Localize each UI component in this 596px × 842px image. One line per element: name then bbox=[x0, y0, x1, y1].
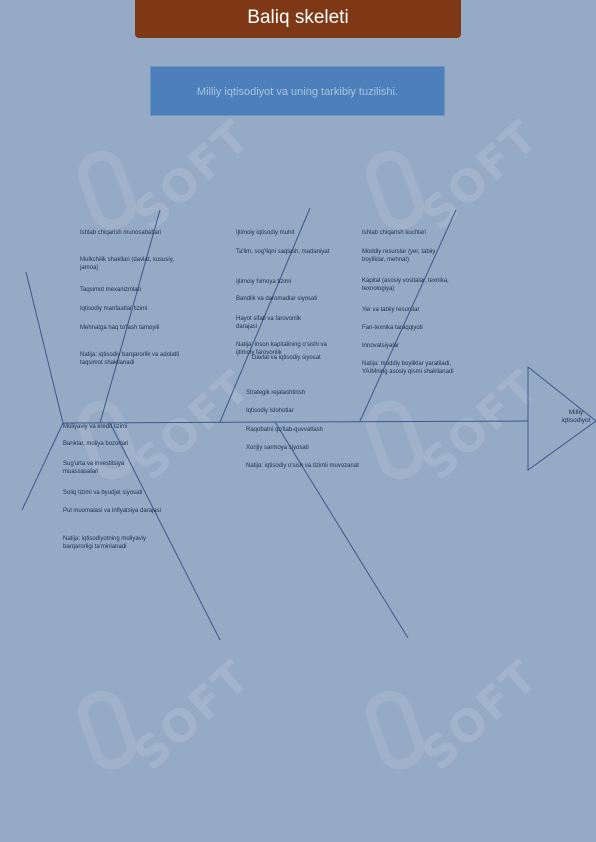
bone-top-1 bbox=[99, 209, 161, 424]
bone2-item: Ijtimoiy iqtisodiy muhit bbox=[236, 230, 295, 236]
fish-tail-lower bbox=[21, 422, 64, 511]
bone1-item: Mehnatga haq to'lash tamoyili bbox=[80, 325, 160, 331]
bone1-item: Ishlab chiqarish munosabatlari bbox=[80, 230, 162, 236]
bone3-item: Ishlab chiqarish kuchlari bbox=[362, 230, 427, 236]
bone1-item: Taqsimot mexanizmlari bbox=[80, 287, 142, 293]
bone3-item: Fan-texnika taraqqiyoti bbox=[362, 325, 423, 331]
bone5-item: Raqobatni qo'llab-quvvatlash bbox=[246, 427, 323, 433]
bone3-item: Innovatsiyalar bbox=[362, 343, 400, 349]
page-title: Baliq skeleti bbox=[135, 0, 461, 38]
bone5-item: Natija: iqtisodiy o'sish va tizimli muvo… bbox=[246, 463, 359, 469]
fish-head-label: Milliy iqtisodiyot bbox=[561, 409, 591, 424]
bone2-item: Ta'lim, sog'liqni saqlash, madaniyat bbox=[236, 249, 330, 255]
fish-head bbox=[527, 365, 596, 471]
bone3-item: Moddiy resurslar (yer, tabiiy boyliklar,… bbox=[362, 249, 436, 263]
bone4-item: Soliq tizimi va byudjet siyosati bbox=[63, 490, 143, 496]
bone5-item: Davlat va iqtisodiy siyosat bbox=[252, 355, 321, 361]
fish-tail-upper bbox=[25, 271, 64, 424]
bone1-item: Mulkchilik shakllari (davlat, xususiy, j… bbox=[80, 257, 174, 271]
bone2-item: Ijtimoiy himoya tizimi bbox=[236, 279, 292, 285]
bone5-item: Xorijiy sarmoya siyosati bbox=[246, 445, 309, 451]
bone3-item: Natija: moddiy boyliklar yaratiladi, YAI… bbox=[362, 361, 454, 375]
bone4-item: Sug'urta va investitsiya muassasalari bbox=[63, 461, 125, 475]
bone-bottom-1 bbox=[109, 422, 221, 641]
bone5-item: Iqtisodiy islohotlar bbox=[246, 408, 294, 414]
bone4-item: Pul muomalasi va inflyatsiya darajasi bbox=[63, 508, 162, 514]
bone1-item: Natija: iqtisodiy barqarorlik va adolatl… bbox=[80, 352, 180, 366]
bone4-item: Moliyaviy va kredit tizimi bbox=[63, 424, 128, 430]
bone2-item: Hayot sifati va farovonlik darajasi bbox=[236, 316, 302, 330]
bone4-item: Natija: iqtisodiyotning moliyaviy barqar… bbox=[63, 536, 147, 550]
fish-spine bbox=[62, 420, 529, 424]
subtitle-box: Milliy iqtisodiyot va uning tarkibiy tuz… bbox=[150, 66, 445, 116]
bone1-item: Iqtisodiy manfaatlar tizimi bbox=[80, 306, 148, 312]
bone-bottom-2 bbox=[274, 421, 409, 639]
bone-top-2 bbox=[219, 207, 311, 423]
bone-top-3 bbox=[359, 209, 457, 422]
bone5-item: Strategik rejalashtirish bbox=[246, 390, 306, 396]
bone4-item: Banklar, moliya bozorlari bbox=[63, 441, 129, 447]
bone3-item: Kapital (asosiy vositalar, texnika, texn… bbox=[362, 278, 449, 292]
bone2-item: Bandlik va daromadlar siyosati bbox=[236, 296, 318, 302]
bone3-item: Yer va tabiiy resurslar bbox=[362, 307, 420, 313]
bone2-item: Natija: inson kapitalining o'sishi va ij… bbox=[236, 342, 327, 356]
